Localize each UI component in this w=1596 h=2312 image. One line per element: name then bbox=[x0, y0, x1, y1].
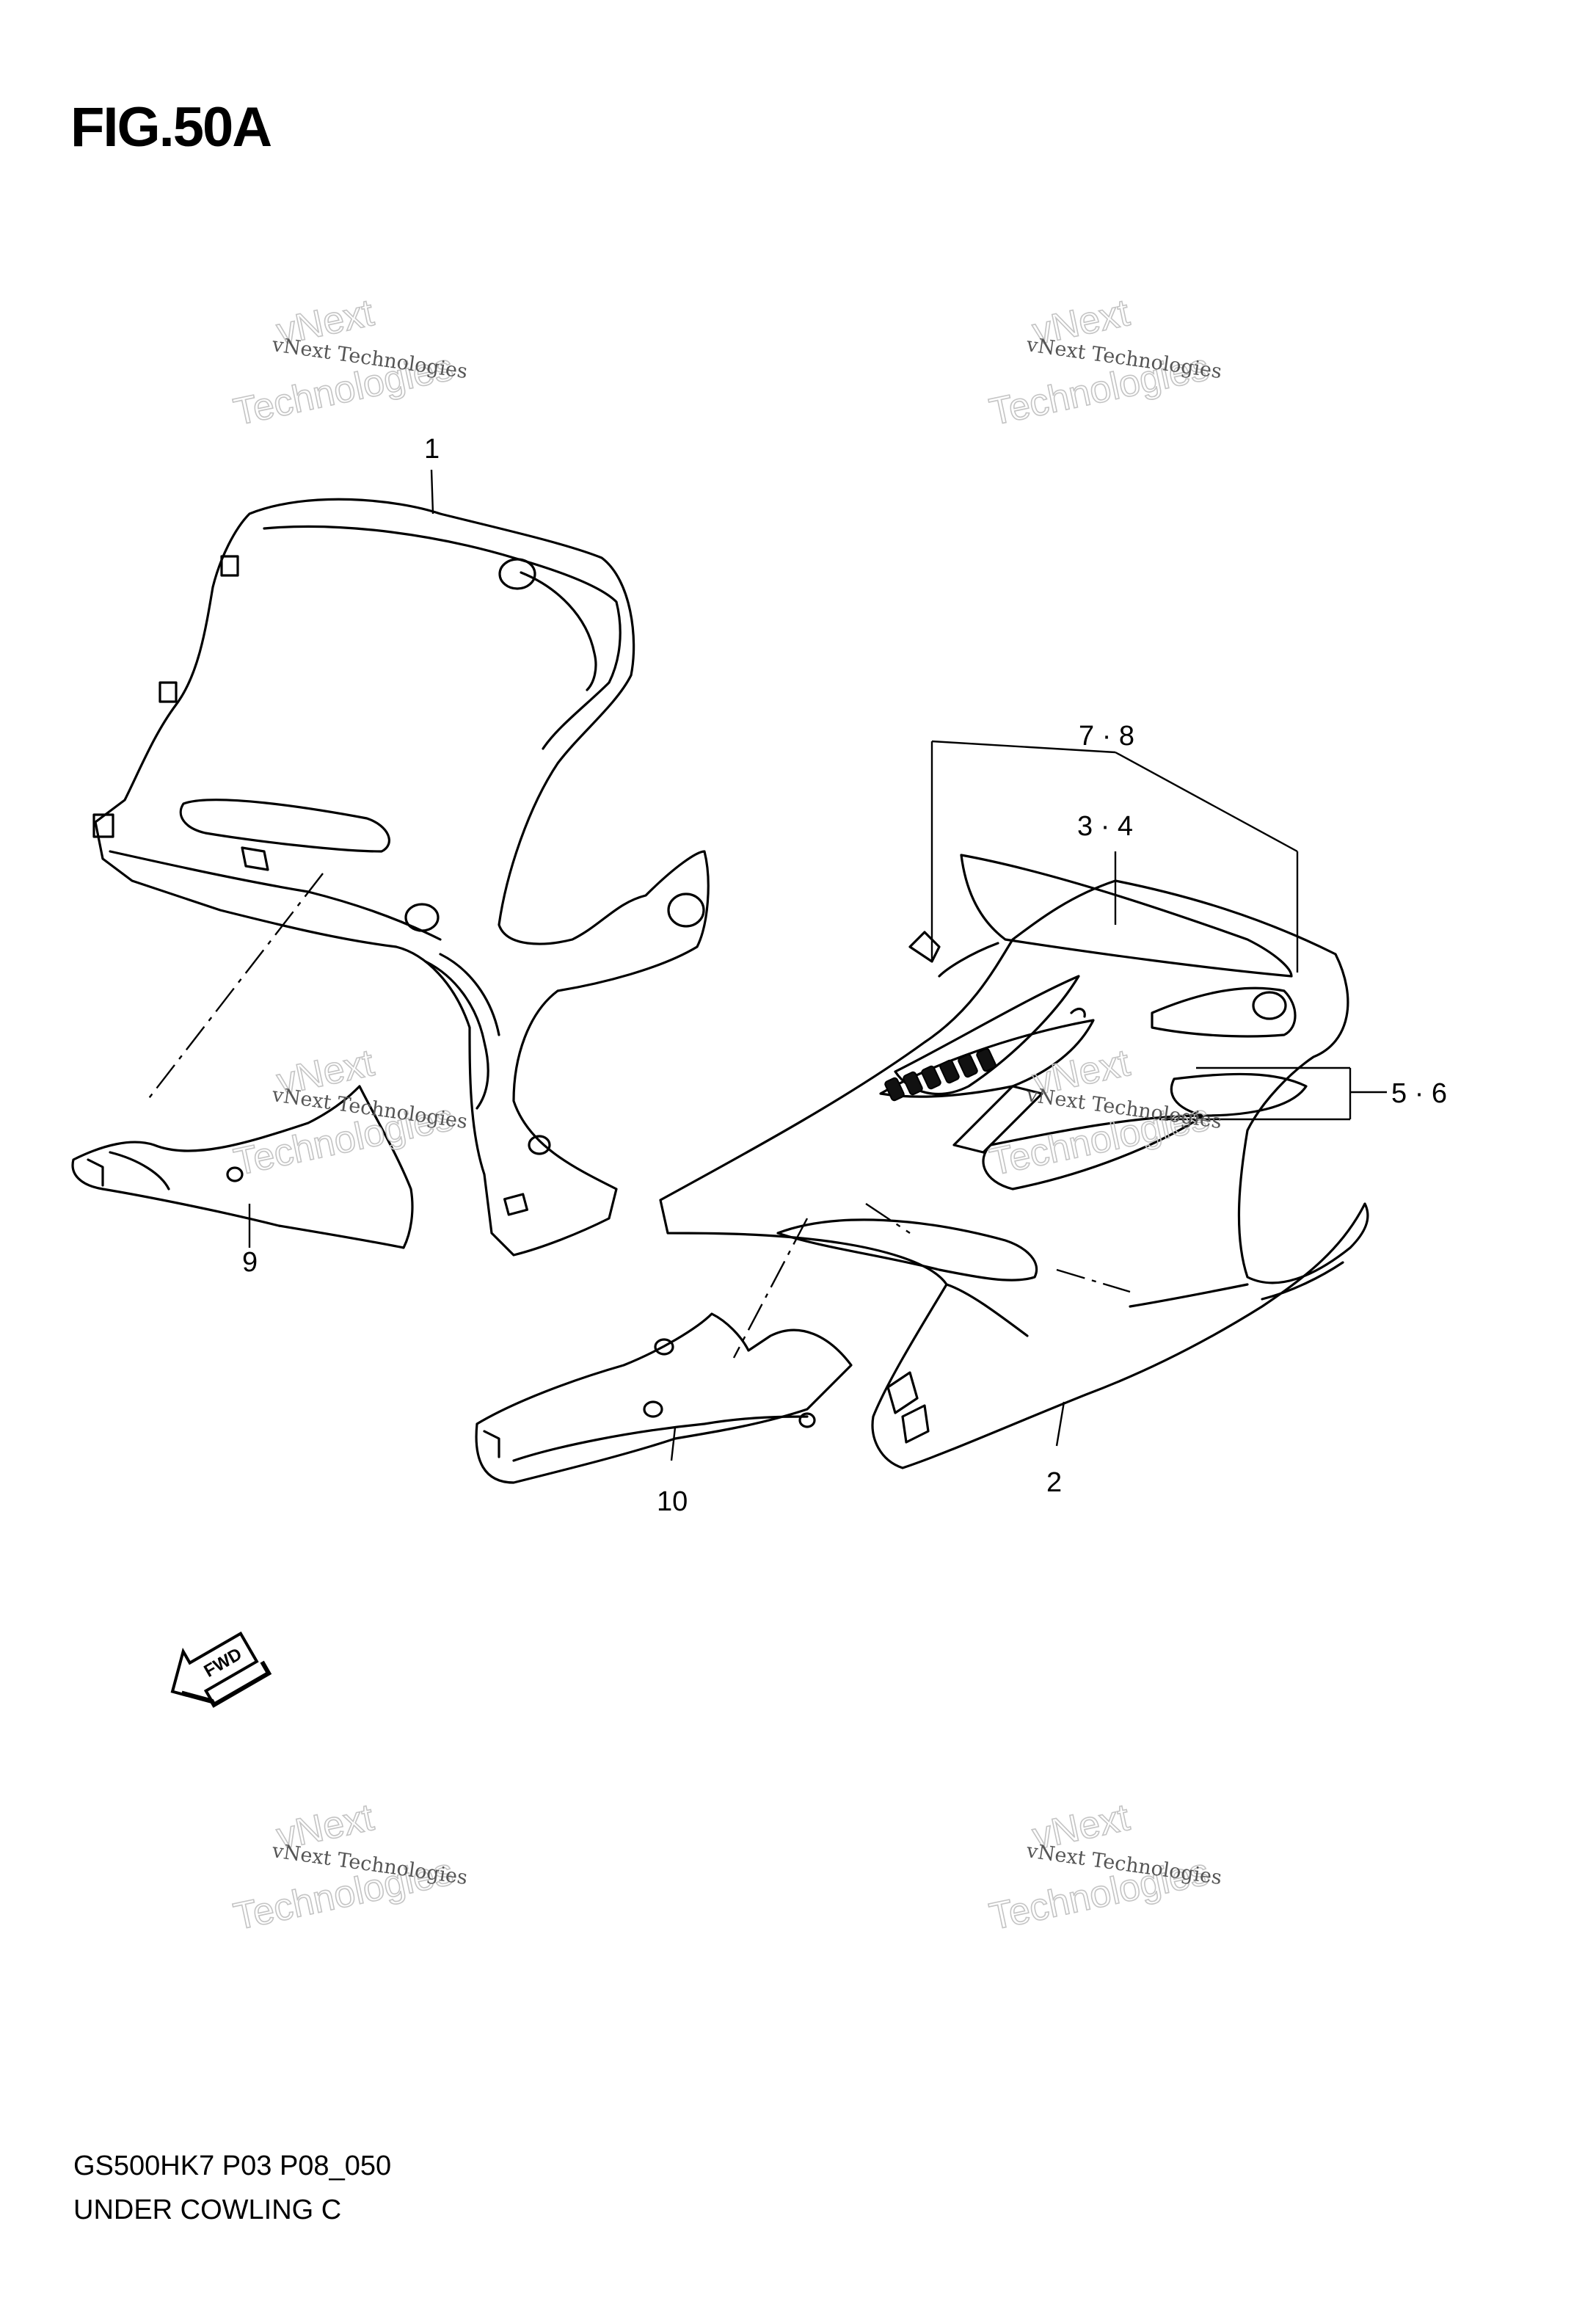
section-name: UNDER COWLING C bbox=[73, 2195, 342, 2225]
callout-part-3-4: 3 · 4 bbox=[1077, 811, 1133, 842]
part-3-4-upper-decal bbox=[938, 854, 1293, 978]
part-1-upper-cowling bbox=[92, 498, 710, 1257]
callout-part-7-8: 7 · 8 bbox=[1079, 721, 1134, 752]
part-2-under-cowling bbox=[659, 879, 1369, 1469]
fwd-arrow-icon: FWD bbox=[170, 1631, 272, 1708]
part-10-lower-panel bbox=[475, 1312, 853, 1484]
leader-lines bbox=[146, 469, 1387, 1461]
part-5-6-emblem bbox=[879, 1019, 1308, 1190]
callout-part-5-6: 5 · 6 bbox=[1391, 1078, 1447, 1109]
figure-title: FIG.50A bbox=[70, 96, 272, 159]
callout-part-2: 2 bbox=[1046, 1467, 1062, 1498]
model-code: GS500HK7 P03 P08_050 bbox=[73, 2151, 392, 2181]
callout-part-1: 1 bbox=[424, 434, 440, 465]
callout-part-9: 9 bbox=[242, 1247, 258, 1278]
callout-part-10: 10 bbox=[657, 1486, 688, 1517]
part-9-lower-left-panel bbox=[71, 1085, 414, 1249]
part-7-8-side-stripe bbox=[894, 975, 1297, 1095]
